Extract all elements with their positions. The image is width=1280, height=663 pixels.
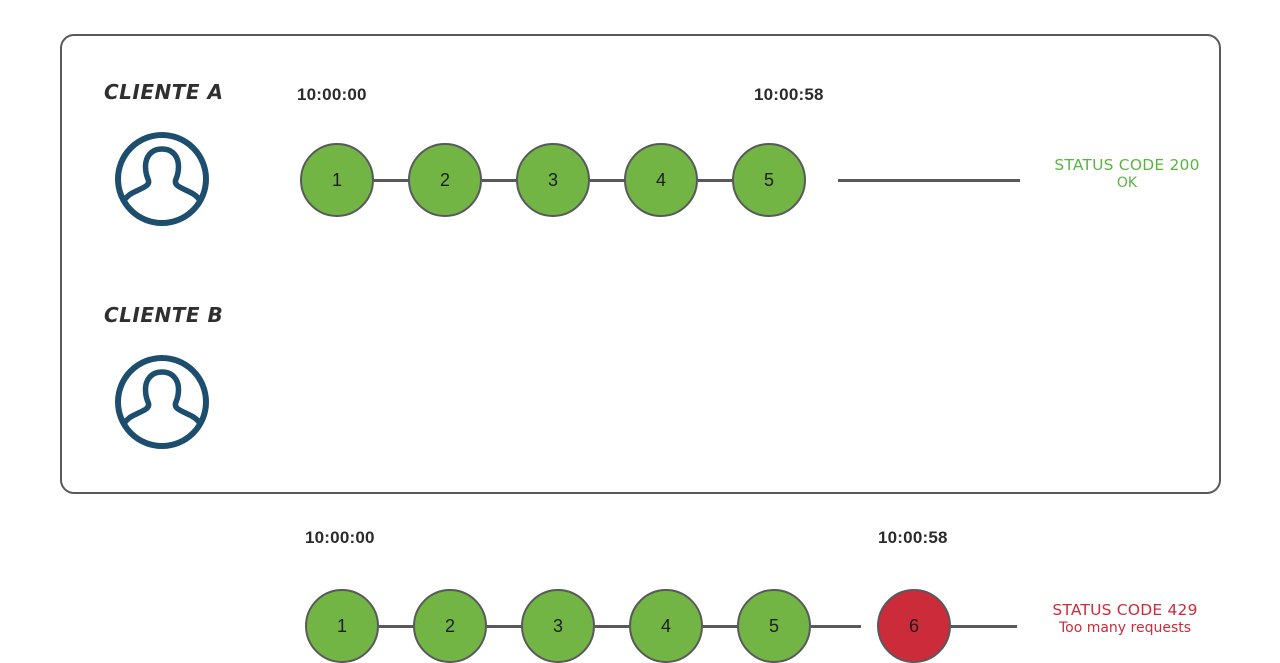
connector-segment bbox=[482, 179, 532, 182]
timestamp-end-a: 10:00:58 bbox=[754, 85, 824, 104]
request-node[interactable]: 3 bbox=[521, 589, 595, 663]
status-code-line: STATUS CODE 200 bbox=[1054, 156, 1200, 174]
diagram-frame bbox=[60, 34, 1221, 494]
request-node[interactable]: 4 bbox=[624, 143, 698, 217]
request-node-label: 1 bbox=[336, 615, 347, 636]
request-node[interactable]: 5 bbox=[732, 143, 806, 217]
request-node-label: 4 bbox=[660, 615, 671, 636]
request-node[interactable]: 2 bbox=[408, 143, 482, 217]
request-node[interactable]: 4 bbox=[629, 589, 703, 663]
status-message-line: Too many requests bbox=[1058, 620, 1192, 636]
diagram-canvas: CLIENTE A 10:00:00 10:00:58 1 2 bbox=[60, 34, 1232, 663]
timestamp-start-a: 10:00:00 bbox=[297, 85, 367, 104]
request-node-label: 3 bbox=[552, 615, 563, 636]
status-badge-b: STATUS CODE 429 Too many requests bbox=[1020, 601, 1230, 636]
connector-tail-a bbox=[838, 179, 1020, 182]
request-node-label: 5 bbox=[763, 169, 774, 190]
status-message-line: OK bbox=[1116, 175, 1138, 191]
status-code-line: STATUS CODE 429 bbox=[1052, 601, 1198, 619]
connector-segment bbox=[590, 179, 640, 182]
request-node[interactable]: 1 bbox=[300, 143, 374, 217]
request-node-label: 5 bbox=[768, 615, 779, 636]
connector-segment bbox=[698, 179, 748, 182]
request-node-label: 3 bbox=[547, 169, 558, 190]
client-label-a: CLIENTE A bbox=[104, 80, 224, 104]
timestamp-end-b: 10:00:58 bbox=[878, 528, 948, 547]
user-avatar-icon bbox=[112, 129, 212, 229]
request-node[interactable]: 1 bbox=[305, 589, 379, 663]
request-node[interactable]: 2 bbox=[413, 589, 487, 663]
request-node[interactable]: 5 bbox=[737, 589, 811, 663]
request-node-label: 2 bbox=[439, 169, 450, 190]
user-avatar-icon bbox=[112, 352, 212, 452]
connector-segment bbox=[811, 625, 861, 628]
connector-segment bbox=[374, 179, 424, 182]
request-node[interactable]: 3 bbox=[516, 143, 590, 217]
status-badge-a: STATUS CODE 200 OK bbox=[1022, 156, 1232, 191]
request-node-label: 2 bbox=[444, 615, 455, 636]
request-node-label: 1 bbox=[331, 169, 342, 190]
request-node-label: 4 bbox=[655, 169, 666, 190]
request-node-rejected[interactable]: 6 bbox=[877, 589, 951, 663]
request-node-label: 6 bbox=[908, 615, 919, 636]
timestamp-start-b: 10:00:00 bbox=[305, 528, 375, 547]
connector-tail-b bbox=[951, 625, 1017, 628]
client-label-b: CLIENTE B bbox=[104, 303, 224, 327]
